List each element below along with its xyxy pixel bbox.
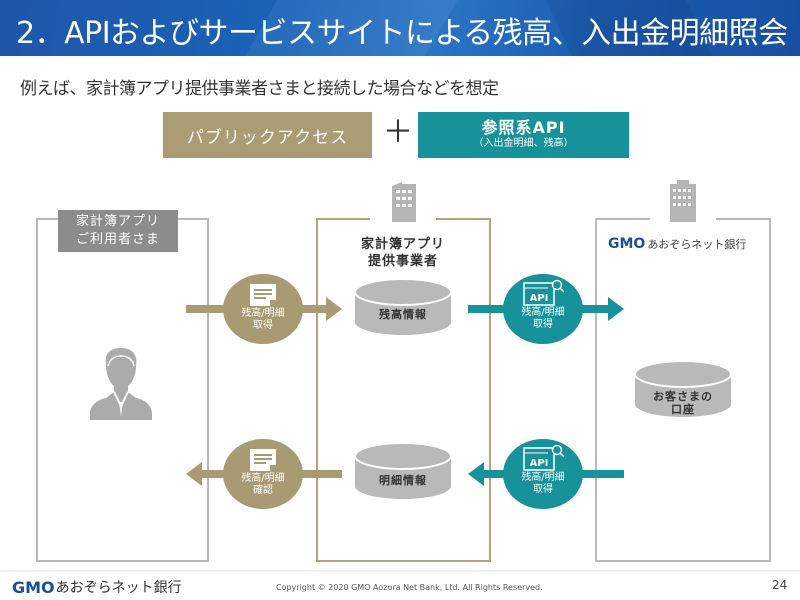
api-icon: API bbox=[523, 444, 565, 471]
flow-api-get-bottom: API 残高/明細 取得 bbox=[503, 439, 583, 509]
page-title: 2．APIおよびサービスサイトによる残高、入出金明細照会 bbox=[16, 16, 788, 51]
arrow-head-right-teal bbox=[608, 297, 624, 321]
bank-logo: GMO あおぞらネット銀行 bbox=[608, 236, 746, 252]
api-icon-text: API bbox=[530, 293, 549, 304]
footer-logo: GMO あおぞらネット銀行 bbox=[12, 577, 182, 597]
reference-api-sublabel: （入出金明細、残高） bbox=[473, 138, 574, 149]
document-icon bbox=[250, 449, 276, 471]
statement-database-label: 明細情報 bbox=[379, 474, 427, 487]
footer-logo-name: あおぞらネット銀行 bbox=[55, 580, 182, 596]
provider-label: 家計簿アプリ 提供事業者 bbox=[340, 236, 466, 270]
bank-logo-name: あおぞらネット銀行 bbox=[647, 238, 747, 251]
subtitle: 例えば、家計簿アプリ提供事業者さまと接続した場合などを想定 bbox=[20, 79, 499, 99]
flow-label-line2: 取得 bbox=[533, 484, 553, 495]
document-icon bbox=[250, 284, 276, 306]
balance-database-label: 残高情報 bbox=[379, 308, 427, 321]
flow-label-line2: 取得 bbox=[253, 320, 273, 331]
user-label-line1: 家計簿アプリ bbox=[75, 214, 160, 229]
account-label-line1: お客さまの bbox=[653, 390, 713, 403]
bank-logo-gmo: GMO bbox=[608, 236, 646, 252]
title-bar: 2．APIおよびサービスサイトによる残高、入出金明細照会 bbox=[0, 0, 800, 56]
reference-api-label: 参照系API bbox=[481, 118, 566, 137]
page-number: 24 bbox=[772, 578, 788, 592]
copyright: Copyright © 2020 GMO Aozora Net Bank, Lt… bbox=[276, 583, 543, 592]
user-label: 家計簿アプリ ご利用者さま bbox=[58, 210, 178, 252]
flow-label-line1: 残高/明細 bbox=[521, 472, 565, 483]
balance-database-icon bbox=[354, 278, 452, 335]
reference-api-tag: 参照系API （入出金明細、残高） bbox=[418, 112, 629, 158]
flow-label-line2: 取得 bbox=[533, 319, 553, 330]
provider-label-line1: 家計簿アプリ bbox=[360, 237, 445, 252]
flow-get-balance-gold: 残高/明細 取得 bbox=[223, 274, 303, 344]
building-icon bbox=[392, 182, 416, 222]
person-icon bbox=[90, 348, 152, 420]
flow-label-line1: 残高/明細 bbox=[241, 308, 285, 319]
api-icon-text: API bbox=[530, 458, 549, 469]
plus-sign: ＋ bbox=[383, 115, 413, 150]
public-access-tag: パブリックアクセス bbox=[163, 112, 372, 158]
provider-label-line2: 提供事業者 bbox=[367, 254, 438, 269]
flow-api-get-top: API 残高/明細 取得 bbox=[503, 274, 583, 344]
account-database-icon bbox=[634, 360, 732, 417]
arrow-head-left-gold bbox=[186, 462, 202, 486]
flow-label-line2: 確認 bbox=[253, 485, 273, 496]
bank-building-icon bbox=[670, 180, 696, 222]
arrow-head-left-teal bbox=[468, 462, 484, 486]
arrow-head-right-gold bbox=[326, 297, 342, 321]
statement-database-icon bbox=[354, 442, 452, 499]
footer-logo-gmo: GMO bbox=[12, 577, 55, 597]
flow-label-line1: 残高/明細 bbox=[521, 307, 565, 318]
public-access-label: パブリックアクセス bbox=[186, 127, 349, 148]
account-label-line2: 口座 bbox=[671, 403, 695, 416]
api-icon: API bbox=[523, 279, 565, 306]
flow-confirm-balance-gold: 残高/明細 確認 bbox=[223, 439, 303, 509]
account-database-label: お客さまの 口座 bbox=[634, 390, 732, 416]
footer-divider bbox=[0, 570, 800, 572]
user-label-line2: ご利用者さま bbox=[75, 232, 160, 247]
flow-label-line1: 残高/明細 bbox=[241, 473, 285, 484]
